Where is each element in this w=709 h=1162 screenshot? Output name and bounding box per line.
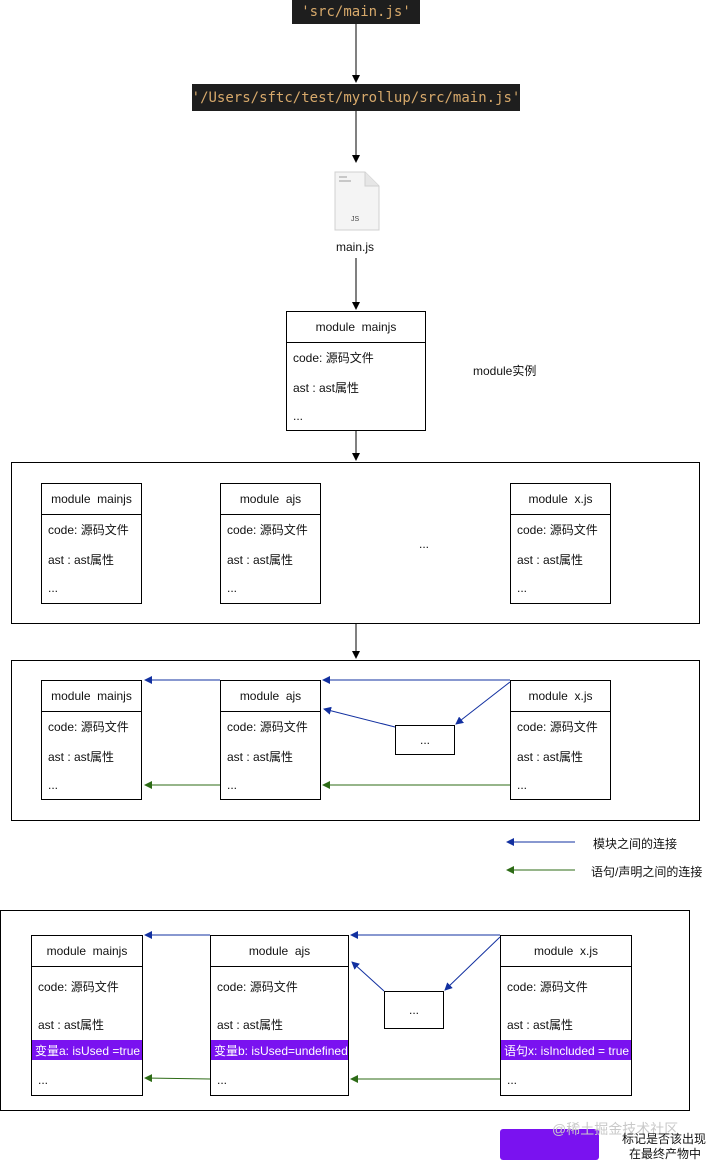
module-ellipsis-line: ...: [38, 1073, 49, 1087]
module-title: module x.js: [501, 936, 631, 967]
module-title: module x.js: [511, 484, 610, 515]
module-title: module ajs: [211, 936, 348, 967]
module-ast-line: ast : ast属性: [38, 1018, 105, 1032]
module-code-line: code: 源码文件: [48, 523, 129, 537]
module-ast-line: ast : ast属性: [507, 1018, 574, 1032]
module-ajs-box: module ajs code: 源码文件 ast : ast属性 ...: [220, 680, 321, 800]
intermediate-module-box: ...: [384, 991, 444, 1029]
module-title: module mainjs: [42, 484, 141, 515]
module-mainjs-box: module mainjs code: 源码文件 ast : ast属性 ...: [41, 680, 142, 800]
highlight-variable-b: 变量b: isUsed=undefined: [211, 1040, 348, 1060]
module-code-line: code: 源码文件: [517, 523, 598, 537]
module-code-line: code: 源码文件: [38, 980, 119, 994]
absolute-path-pill: '/Users/sftc/test/myrollup/src/main.js': [192, 84, 520, 111]
module-ellipsis-line: ...: [517, 581, 528, 595]
module-ellipsis-line: ...: [517, 778, 528, 792]
module-title: module mainjs: [287, 312, 425, 343]
module-code-line: code: 源码文件: [293, 351, 374, 365]
module-ellipsis-line: ...: [507, 1073, 518, 1087]
module-title: module ajs: [221, 681, 320, 712]
module-ast-line: ast : ast属性: [517, 553, 584, 567]
module-instance-note: module实例: [473, 364, 537, 378]
module-title: module ajs: [221, 484, 320, 515]
module-code-line: code: 源码文件: [227, 523, 308, 537]
module-link-arrow: [323, 706, 396, 728]
module-link-arrow: [351, 961, 385, 992]
module-code-line: code: 源码文件: [517, 720, 598, 734]
module-ellipsis-line: ...: [217, 1073, 228, 1087]
module-code-line: code: 源码文件: [217, 980, 298, 994]
middle-ellipsis: ...: [419, 537, 430, 551]
file-type-label: JS: [351, 216, 360, 223]
module-ellipsis-line: ...: [48, 581, 59, 595]
legend-statement-link: 语句/声明之间的连接: [591, 865, 703, 879]
module-link-arrow: [444, 936, 501, 991]
module-ellipsis-line: ...: [227, 778, 238, 792]
module-mainjs-box: module mainjs code: 源码文件 ast : ast属性 ...: [41, 483, 142, 604]
module-mainjs-box: module mainjs code: 源码文件 ast : ast属性 变量a…: [31, 935, 143, 1096]
js-file-icon: JS: [333, 170, 381, 232]
module-title: module mainjs: [32, 936, 142, 967]
module-title: module mainjs: [42, 681, 141, 712]
module-code-line: code: 源码文件: [507, 980, 588, 994]
module-code-line: code: 源码文件: [227, 720, 308, 734]
highlight-legend-swatch: [500, 1129, 599, 1160]
module-ellipsis-line: ...: [48, 778, 59, 792]
module-ellipsis-line: ...: [293, 409, 304, 423]
statement-link-arrow: [144, 1074, 211, 1083]
module-ajs-box: module ajs code: 源码文件 ast : ast属性 ...: [220, 483, 321, 604]
module-xjs-box: module x.js code: 源码文件 ast : ast属性 ...: [510, 483, 611, 604]
file-name: main.js: [336, 240, 375, 254]
highlight-statement-x: 语句x: isIncluded = true: [501, 1040, 631, 1060]
watermark: @稀土掘金技术社区: [552, 1121, 679, 1137]
module-code-line: code: 源码文件: [48, 720, 129, 734]
module-ast-line: ast : ast属性: [293, 381, 360, 395]
legend-module-link: 模块之间的连接: [593, 837, 678, 851]
module-ajs-box: module ajs code: 源码文件 ast : ast属性 变量b: i…: [210, 935, 349, 1096]
module-xjs-box: module x.js code: 源码文件 ast : ast属性 ...: [510, 680, 611, 800]
intermediate-module-box: ...: [395, 725, 455, 755]
module-ast-line: ast : ast属性: [48, 750, 115, 764]
highlight-legend-line1: 标记是否该出现: [622, 1132, 707, 1146]
module-ast-line: ast : ast属性: [517, 750, 584, 764]
module-ast-line: ast : ast属性: [227, 750, 294, 764]
module-title: module x.js: [511, 681, 610, 712]
module-link-arrow: [455, 681, 511, 725]
module-mainjs-box: module mainjs code: 源码文件 ast : ast属性 ...: [286, 311, 426, 431]
highlight-variable-a: 变量a: isUsed =true: [32, 1040, 142, 1060]
module-ast-line: ast : ast属性: [48, 553, 115, 567]
module-ast-line: ast : ast属性: [227, 553, 294, 567]
src-path-pill: 'src/main.js': [292, 0, 420, 24]
module-xjs-box: module x.js code: 源码文件 ast : ast属性 语句x: …: [500, 935, 632, 1096]
highlight-legend-line2: 在最终产物中: [629, 1147, 702, 1161]
module-ellipsis-line: ...: [227, 581, 238, 595]
module-ast-line: ast : ast属性: [217, 1018, 284, 1032]
